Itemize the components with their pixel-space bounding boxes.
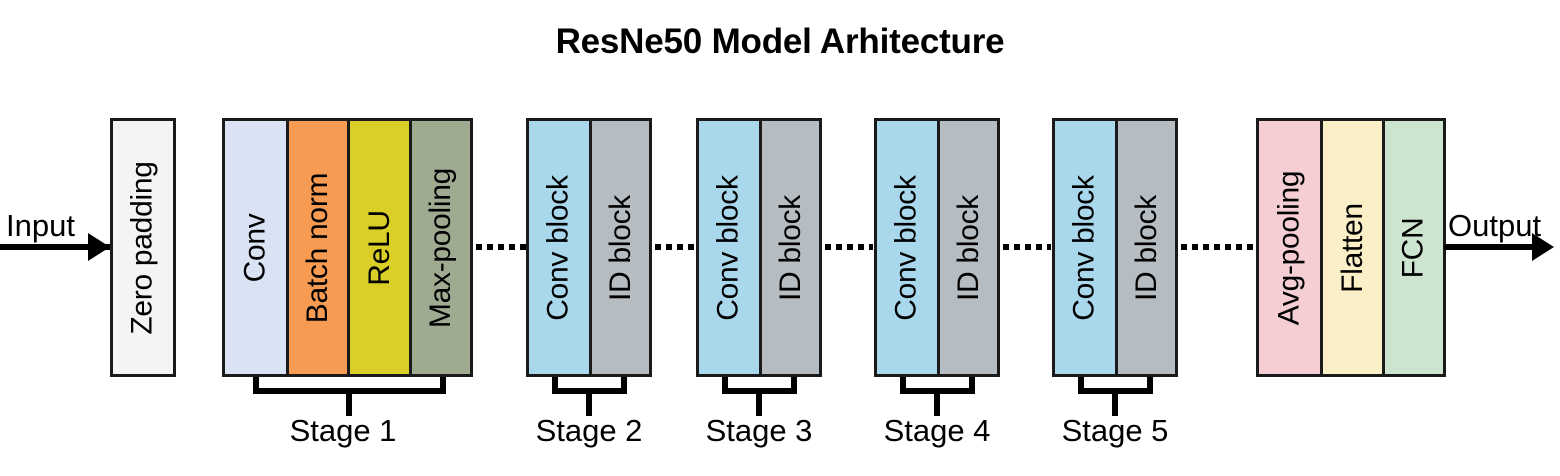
- stage-5-bracket: [1078, 377, 1153, 394]
- block-stage-5[interactable]: Conv block ID block: [1052, 118, 1178, 377]
- page-title: ResNe50 Model Arhitecture: [555, 22, 1005, 61]
- cell-flatten: Flatten: [1320, 121, 1382, 374]
- stage-4-bracket: [900, 377, 975, 394]
- stage-2-bracket: [552, 377, 627, 394]
- block-stage-4[interactable]: Conv block ID block: [874, 118, 1000, 377]
- cell-zero-padding: Zero padding: [113, 121, 173, 374]
- cell-label: ID block: [1129, 194, 1163, 301]
- stage-1-bracket-stem: [346, 394, 352, 416]
- cell-avg-pooling: Avg-pooling: [1259, 121, 1321, 374]
- block-zero-padding[interactable]: Zero padding: [110, 118, 176, 377]
- cell-id-block: ID block: [1114, 121, 1175, 374]
- cell-label: Conv block: [541, 174, 575, 321]
- cell-label: Flatten: [1335, 202, 1369, 293]
- cell-label: ID block: [773, 194, 807, 301]
- cell-label: ID block: [951, 194, 985, 301]
- cell-conv-block: Conv block: [877, 121, 937, 374]
- cell-max-pooling: Max-pooling: [408, 121, 471, 374]
- stage-1-label: Stage 1: [289, 413, 397, 448]
- block-stage-1[interactable]: Conv Batch norm ReLU Max-pooling: [222, 118, 473, 377]
- stage-2-label: Stage 2: [535, 413, 643, 448]
- cell-label: Zero padding: [126, 160, 160, 335]
- connector-dots-5: [1181, 244, 1257, 250]
- connector-dots-2: [655, 244, 696, 250]
- block-stage-2[interactable]: Conv block ID block: [526, 118, 652, 377]
- output-label: Output: [1448, 208, 1542, 243]
- cell-label: Conv block: [711, 174, 745, 321]
- stage-3-bracket: [722, 377, 797, 394]
- stage-5-label: Stage 5: [1061, 413, 1169, 448]
- block-head[interactable]: Avg-pooling Flatten FCN: [1256, 118, 1446, 377]
- cell-conv: Conv: [225, 121, 287, 374]
- stage-4-bracket-stem: [934, 394, 940, 416]
- cell-label: ReLU: [362, 209, 396, 286]
- output-arrow-line: [1444, 244, 1536, 250]
- cell-id-block: ID block: [936, 121, 997, 374]
- output-arrow-head: [1532, 233, 1554, 261]
- connector-dots-4: [1003, 244, 1051, 250]
- stage-3-bracket-stem: [756, 394, 762, 416]
- cell-label: Conv block: [889, 174, 923, 321]
- stage-2-bracket-stem: [586, 394, 592, 416]
- input-arrow-line: [0, 244, 112, 250]
- cell-conv-block: Conv block: [1055, 121, 1115, 374]
- cell-label: Avg-pooling: [1272, 170, 1306, 325]
- stage-4-label: Stage 4: [883, 413, 991, 448]
- cell-conv-block: Conv block: [529, 121, 589, 374]
- stage-1-bracket: [253, 377, 446, 394]
- stage-3-label: Stage 3: [705, 413, 813, 448]
- cell-id-block: ID block: [758, 121, 819, 374]
- cell-relu: ReLU: [347, 121, 409, 374]
- cell-label: Conv block: [1067, 174, 1101, 321]
- connector-dots-3: [825, 244, 873, 250]
- cell-label: Max-pooling: [423, 167, 457, 328]
- cell-label: Conv: [238, 213, 272, 282]
- input-arrow-head: [88, 233, 110, 261]
- block-stage-3[interactable]: Conv block ID block: [696, 118, 822, 377]
- input-label: Input: [6, 208, 75, 243]
- cell-fcn: FCN: [1381, 121, 1443, 374]
- stage-5-bracket-stem: [1112, 394, 1118, 416]
- cell-id-block: ID block: [588, 121, 649, 374]
- cell-label: ID block: [603, 194, 637, 301]
- cell-batch-norm: Batch norm: [286, 121, 348, 374]
- connector-dots-1: [476, 244, 526, 250]
- cell-conv-block: Conv block: [699, 121, 759, 374]
- cell-label: Batch norm: [301, 172, 335, 323]
- cell-label: FCN: [1396, 217, 1430, 278]
